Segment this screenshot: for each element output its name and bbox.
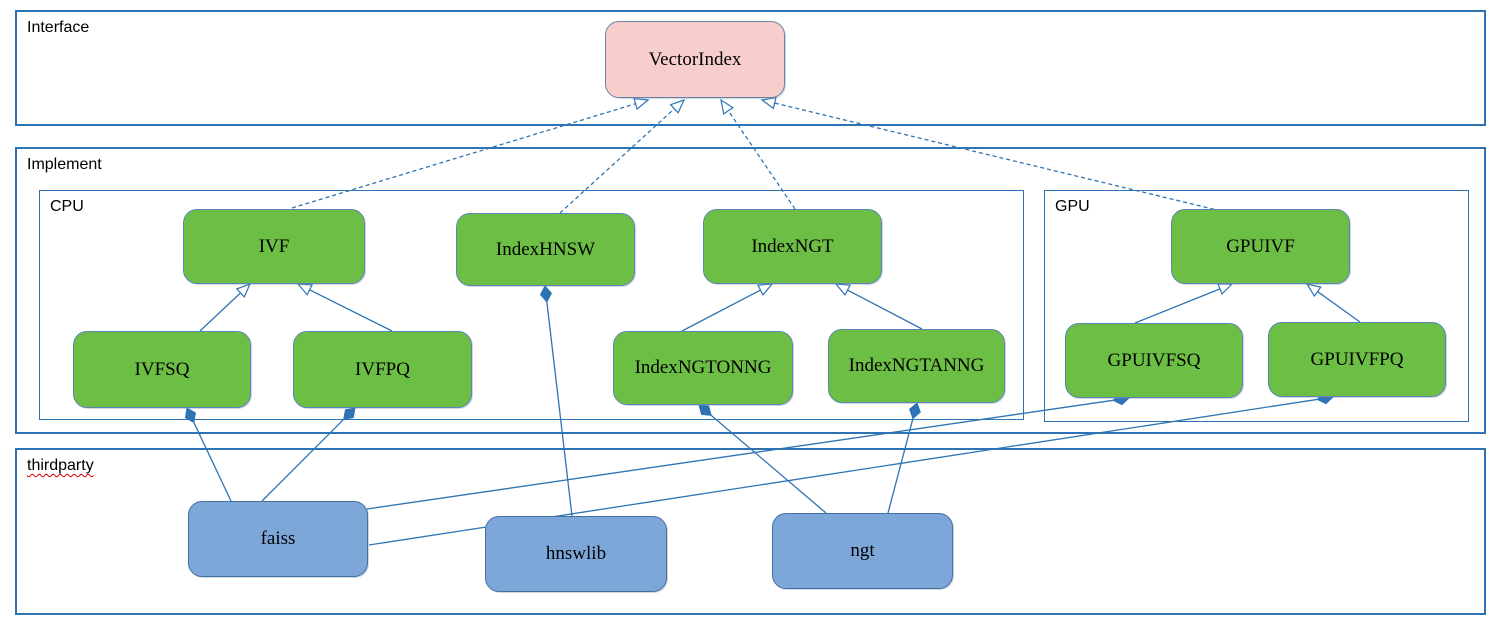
node-label-gpuivf: GPUIVF bbox=[1226, 235, 1295, 257]
edge-ivf-vectorindex[interactable] bbox=[291, 97, 650, 209]
node-label-ivf: IVF bbox=[258, 235, 290, 257]
node-label-ivfpq: IVFPQ bbox=[355, 358, 410, 380]
node-ivfsq[interactable]: IVFSQ bbox=[73, 331, 251, 408]
node-label-ngt: ngt bbox=[850, 540, 875, 561]
edge-ngt-indexngtonng[interactable] bbox=[698, 404, 827, 514]
node-gpuivfsq[interactable]: GPUIVFSQ bbox=[1065, 323, 1243, 398]
edge-gpuivfsq-gpuivf[interactable] bbox=[1134, 283, 1234, 324]
node-label-indexhnsw: IndexHNSW bbox=[495, 238, 596, 260]
node-ngt[interactable]: ngt bbox=[772, 513, 953, 589]
edge-indexngtanng-indexngt[interactable] bbox=[834, 283, 923, 330]
container-label-implement: Implement bbox=[27, 156, 102, 173]
edge-faiss-ivfsq[interactable] bbox=[184, 407, 232, 502]
node-indexngtonng[interactable]: IndexNGTONNG bbox=[613, 331, 793, 405]
container-label-interface: Interface bbox=[27, 19, 90, 36]
node-label-indexngtanng: IndexNGTANNG bbox=[848, 355, 985, 376]
node-label-indexngt: IndexNGT bbox=[751, 235, 834, 257]
container-cpu[interactable]: CPU bbox=[39, 190, 1024, 420]
node-ivfpq[interactable]: IVFPQ bbox=[293, 331, 472, 408]
edge-gpuivf-vectorindex[interactable] bbox=[760, 96, 1222, 212]
node-label-indexngtonng: IndexNGTONNG bbox=[634, 357, 772, 378]
edge-indexhnsw-vectorindex[interactable] bbox=[559, 98, 686, 214]
node-label-ivfsq: IVFSQ bbox=[134, 358, 190, 380]
node-faiss[interactable]: faiss bbox=[188, 501, 368, 577]
node-label-faiss: faiss bbox=[260, 528, 296, 549]
node-label-gpuivfsq: GPUIVFSQ bbox=[1107, 349, 1201, 371]
container-label-cpu: CPU bbox=[50, 198, 84, 215]
node-indexngt[interactable]: IndexNGT bbox=[703, 209, 882, 284]
container-label-thirdparty: thirdparty bbox=[27, 457, 94, 474]
container-label-gpu: GPU bbox=[1055, 198, 1090, 215]
node-gpuivf[interactable]: GPUIVF bbox=[1171, 209, 1350, 284]
node-label-vectorindex: VectorIndex bbox=[648, 48, 742, 70]
node-ivf[interactable]: IVF bbox=[183, 209, 365, 284]
node-indexngtanng[interactable]: IndexNGTANNG bbox=[828, 329, 1005, 403]
node-hnswlib[interactable]: hnswlib bbox=[485, 516, 667, 592]
node-gpuivfpq[interactable]: GPUIVFPQ bbox=[1268, 322, 1446, 397]
edge-faiss-ivfpq[interactable] bbox=[261, 407, 356, 502]
edge-gpuivfpq-gpuivf[interactable] bbox=[1305, 283, 1361, 323]
edge-ngt-indexngtanng[interactable] bbox=[887, 402, 921, 514]
container-implement[interactable]: Implement bbox=[15, 147, 1486, 434]
container-interface[interactable]: Interface bbox=[15, 10, 1486, 126]
edge-ivfsq-ivf[interactable] bbox=[199, 282, 252, 332]
edge-indexngt-vectorindex[interactable] bbox=[720, 98, 796, 210]
container-gpu[interactable]: GPU bbox=[1044, 190, 1469, 422]
node-label-gpuivfpq: GPUIVFPQ bbox=[1310, 348, 1404, 370]
edge-indexngtonng-indexngt[interactable] bbox=[681, 283, 774, 332]
node-indexhnsw[interactable]: IndexHNSW bbox=[456, 213, 635, 286]
edge-ivfpq-ivf[interactable] bbox=[296, 283, 393, 332]
edge-faiss-gpuivfsq[interactable] bbox=[366, 393, 1130, 510]
node-label-hnswlib: hnswlib bbox=[545, 543, 607, 564]
node-vectorindex[interactable]: VectorIndex bbox=[605, 21, 785, 98]
